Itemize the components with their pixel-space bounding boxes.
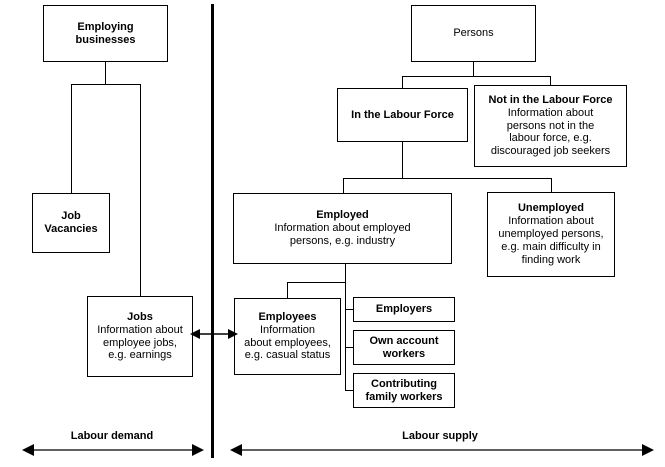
- node-employing-businesses: Employing businesses: [43, 5, 168, 62]
- node-unemployed-title: Unemployed: [517, 202, 584, 215]
- connector-employed-spine: [345, 264, 346, 391]
- node-not-in-labour-force-title: Not in the Labour Force: [488, 93, 613, 106]
- node-employed-desc: Information about employed persons, e.g.…: [274, 222, 411, 247]
- node-persons: Persons: [411, 5, 536, 62]
- connector-persons-split: [402, 76, 551, 77]
- node-employers: Employers: [353, 297, 455, 322]
- axis-label-labour-supply: Labour supply: [402, 430, 478, 442]
- node-employees-desc: Information about employees, e.g. casual…: [244, 323, 331, 362]
- node-employed: Employed Information about employed pers…: [233, 193, 452, 264]
- axis-label-labour-demand: Labour demand: [70, 430, 154, 442]
- connector-to-not-in-labour-force: [550, 76, 551, 85]
- link-jobs-employees-arrow: [190, 329, 238, 339]
- connector-to-own-account-workers: [345, 347, 353, 348]
- connector-ilf-split: [343, 178, 552, 179]
- node-unemployed: Unemployed Information about unemployed …: [487, 192, 615, 277]
- node-employees: Employees Information about employees, e…: [234, 298, 341, 375]
- node-in-labour-force-title: In the Labour Force: [351, 108, 454, 121]
- connector-to-jobs: [140, 84, 141, 296]
- node-in-labour-force: In the Labour Force: [337, 88, 468, 142]
- connector-ilf-stem: [402, 142, 403, 178]
- axis-arrow-labour-demand: [22, 444, 204, 456]
- node-jobs: Jobs Information about employee jobs, e.…: [87, 296, 193, 377]
- node-unemployed-desc: Information about unemployed persons, e.…: [498, 215, 604, 266]
- node-employers-title: Employers: [375, 303, 433, 316]
- connector-employing-stem: [105, 62, 106, 84]
- connector-employing-split: [71, 84, 141, 85]
- node-contributing-family-workers: Contributing family workers: [353, 373, 455, 408]
- connector-to-in-labour-force: [402, 76, 403, 88]
- node-persons-title: Persons: [453, 27, 494, 40]
- connector-persons-stem: [473, 62, 474, 76]
- node-jobs-title: Jobs: [127, 310, 153, 323]
- node-employees-title: Employees: [258, 310, 317, 323]
- node-not-in-labour-force: Not in the Labour Force Information abou…: [474, 85, 627, 167]
- node-employing-businesses-title: Employing businesses: [75, 20, 136, 46]
- axis-arrow-labour-supply: [230, 444, 654, 456]
- node-job-vacancies-title: Job Vacancies: [44, 210, 98, 235]
- connector-to-employed: [343, 178, 344, 193]
- node-not-in-labour-force-desc: Information about persons not in the lab…: [490, 106, 611, 158]
- connector-to-job-vacancies: [71, 84, 72, 193]
- node-own-account-workers: Own account workers: [353, 330, 455, 365]
- connector-to-employees: [287, 282, 288, 298]
- node-contributing-family-workers-title: Contributing family workers: [365, 377, 443, 403]
- connector-to-contributing-family-workers: [345, 390, 353, 391]
- node-jobs-desc: Information about employee jobs, e.g. ea…: [97, 323, 183, 362]
- node-job-vacancies: Job Vacancies: [32, 193, 110, 253]
- node-own-account-workers-title: Own account workers: [369, 334, 439, 360]
- connector-employed-split: [287, 282, 346, 283]
- connector-to-unemployed: [551, 178, 552, 192]
- connector-to-employers: [345, 309, 353, 310]
- node-employed-title: Employed: [316, 209, 369, 222]
- vertical-divider: [211, 4, 214, 458]
